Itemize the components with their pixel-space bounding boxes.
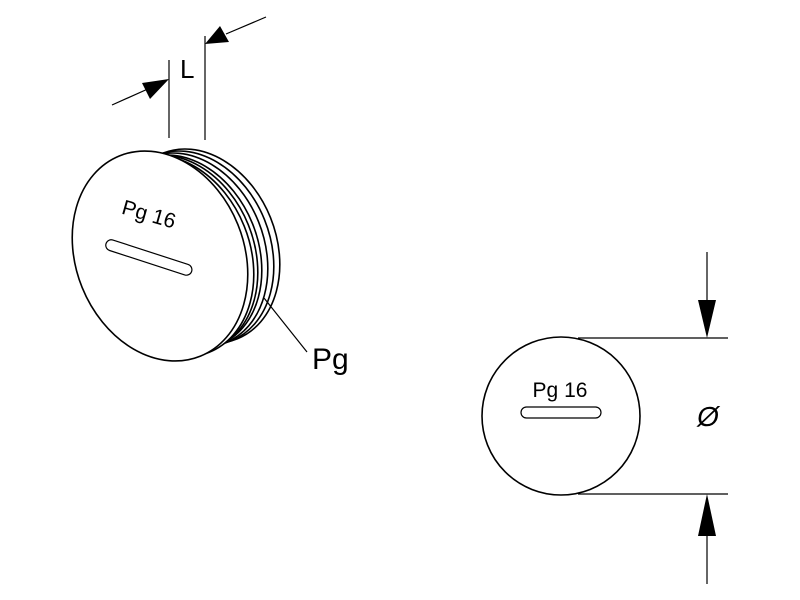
diameter-label: Ø <box>696 401 721 432</box>
plug-perspective-view: Pg 16 L Pg <box>71 16 349 376</box>
diameter-arrow-top <box>698 252 716 338</box>
dimension-arrow-left <box>111 79 169 106</box>
dimension-arrow-right <box>205 16 267 44</box>
thread-label: Pg <box>312 343 349 376</box>
front-screwdriver-slot <box>520 406 602 419</box>
length-label: L <box>180 54 194 84</box>
cap-front-circle <box>481 336 641 496</box>
plug-cap-face <box>71 150 249 362</box>
diameter-arrow-bottom <box>698 494 716 584</box>
thread-leader-line <box>263 297 308 353</box>
front-cap-size-text: Pg 16 <box>533 379 588 402</box>
screwdriver-slot <box>105 239 193 276</box>
plug-front-view: Pg 16 Ø <box>481 252 728 584</box>
